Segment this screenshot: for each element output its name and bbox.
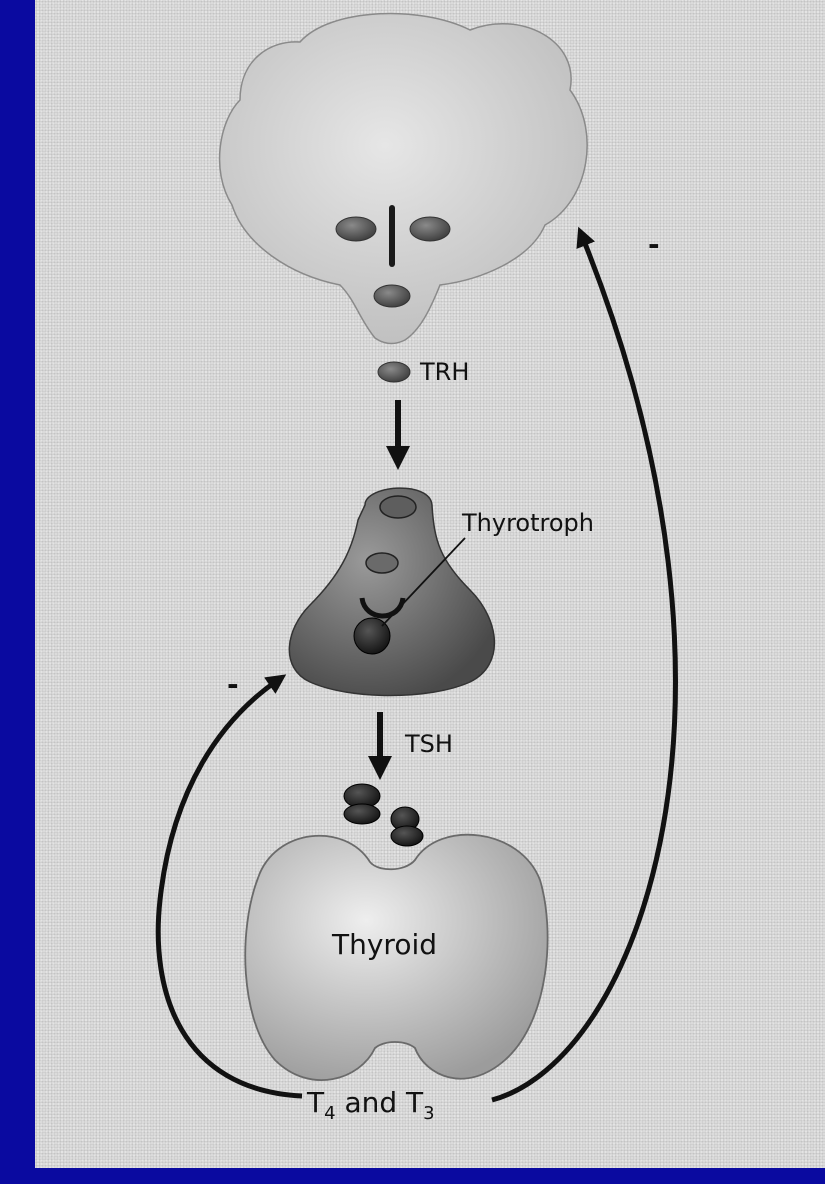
trh-granule: [378, 362, 410, 382]
thyrotroph-granule-mid: [366, 553, 398, 573]
feedback-minus-left: -: [227, 668, 239, 701]
tsh-molecules: [344, 784, 423, 846]
trh-label: TRH: [419, 358, 469, 386]
tsh-molecule-a-bottom: [344, 804, 380, 824]
third-ventricle: [389, 205, 395, 267]
hormones-and-t3: and T: [336, 1086, 424, 1119]
median-eminence-nucleus: [374, 285, 410, 307]
right-nucleus: [410, 217, 450, 241]
tsh-label: TSH: [404, 730, 453, 758]
tsh-molecule-b-bottom: [391, 826, 423, 846]
hypothalamus: [220, 14, 588, 344]
hormones-label: T4 and T3: [306, 1086, 435, 1124]
thyroid-label: Thyroid: [331, 928, 437, 961]
hormones-t3-subscript: 3: [423, 1103, 434, 1124]
hormones-t4: T: [306, 1086, 325, 1119]
feedback-minus-right: -: [648, 228, 660, 261]
left-nucleus: [336, 217, 376, 241]
thyrotroph-granule-top: [380, 496, 416, 518]
hormones-t4-subscript: 4: [324, 1103, 335, 1124]
thyrotroph-label: Thyrotroph: [461, 509, 594, 537]
